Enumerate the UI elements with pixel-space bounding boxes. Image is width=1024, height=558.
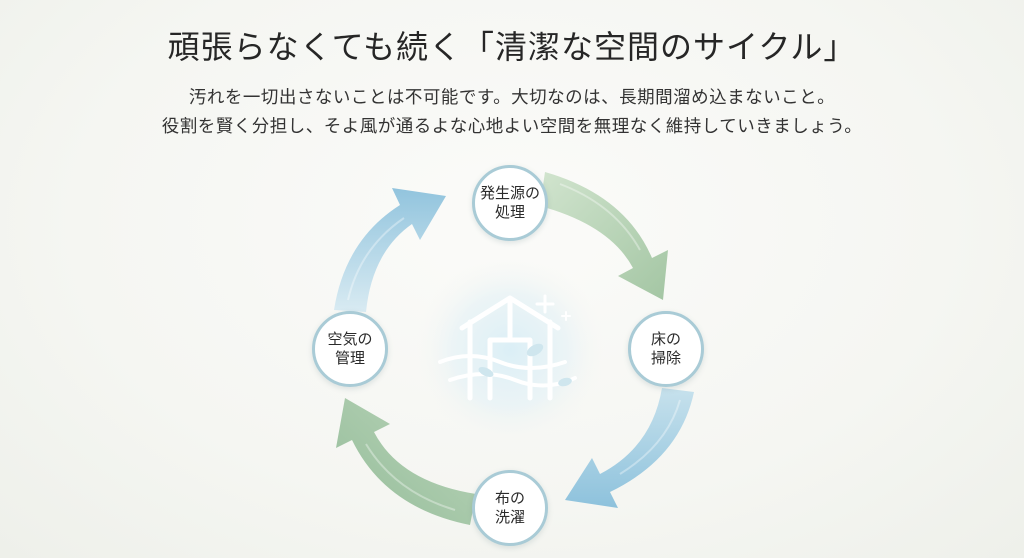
node-label-line2: 処理: [494, 203, 525, 221]
node-label-line1: 発生源の: [479, 183, 540, 202]
arrow-left-to-top: [334, 188, 446, 312]
page-title: 頑張らなくても続く「清潔な空間のサイクル」: [167, 28, 857, 66]
node-label-line1: 布の: [494, 488, 525, 507]
node-label-line1: 空気の: [327, 329, 373, 348]
cycle-node-air: 空気の 管理: [312, 311, 388, 387]
node-label-line1: 床の: [650, 329, 681, 348]
description-line-1: 汚れを一切出さないことは不可能です。大切なのは、長期間溜め込まないこと。: [188, 88, 836, 108]
house-with-breeze-icon: [438, 294, 577, 401]
leaf-icon: [478, 343, 572, 387]
cycle-node-source: 発生源の 処理: [472, 165, 548, 241]
arrow-right-to-bottom: [565, 388, 694, 508]
cycle-node-floor: 床の 掃除: [628, 311, 704, 387]
description-line-2: 役割を賢く分担し、そよ風が通るよな心地よい空間を無理なく維持していきましょう。: [161, 117, 863, 137]
node-label-line2: 管理: [334, 349, 365, 367]
node-label-line2: 掃除: [650, 349, 681, 367]
cycle-node-laundry: 布の 洗濯: [472, 470, 548, 546]
arrow-bottom-to-left: [336, 398, 476, 525]
node-label-line2: 洗濯: [494, 508, 525, 526]
arrow-top-to-right: [540, 172, 668, 300]
center-glow: [415, 255, 605, 445]
